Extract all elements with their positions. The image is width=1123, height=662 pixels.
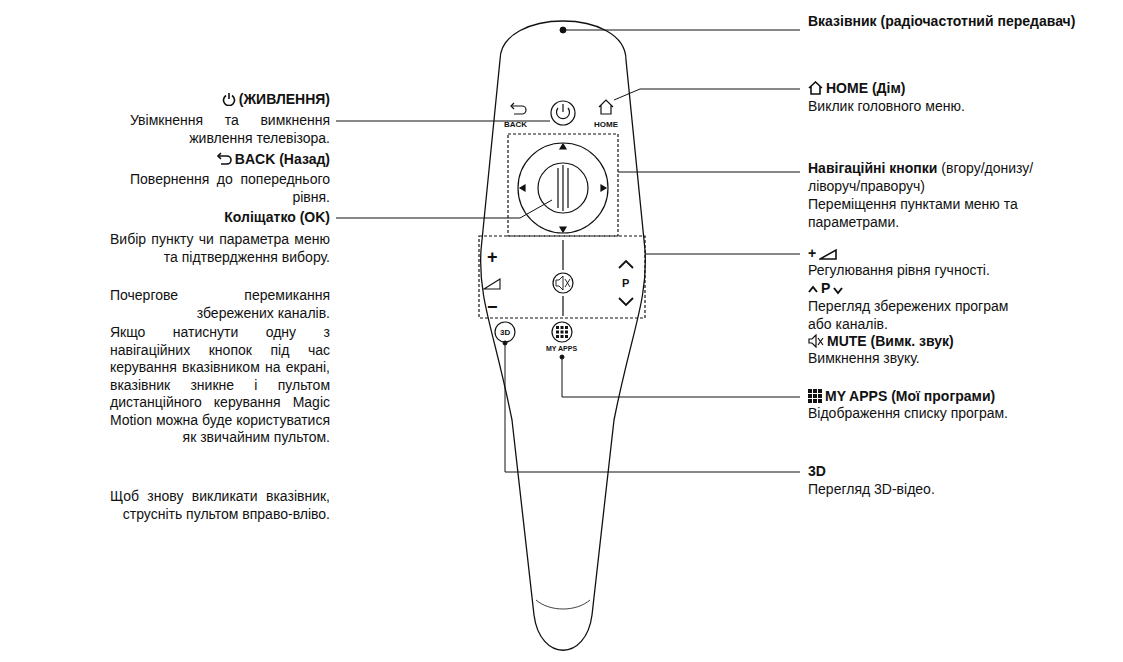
remote-body (481, 21, 646, 650)
vol-icon (819, 247, 837, 265)
button-description-block: Вибір пункту чи параметра меню та підтве… (110, 231, 330, 266)
part-name: Вказівник (радіочастотний передавач) (808, 13, 1075, 29)
remote-key-label-block: − (487, 298, 498, 316)
button-description-block: Виклик головного меню. (808, 98, 1023, 116)
remote-key-label: MY APPS (546, 345, 577, 352)
button-description: Виклик головного меню. (808, 98, 965, 114)
button-description-block: Повернення до попереднього рівня. (130, 171, 330, 206)
button-description-block: Регулювання рівня гучності. (808, 262, 1023, 280)
button-name: HOME (Дім) (826, 80, 905, 96)
button-name: BACK (Назад) (235, 151, 330, 167)
button-name-block: + (808, 245, 1108, 265)
button-description: Вибір пункту чи параметра меню та підтве… (110, 231, 330, 265)
remote-key-label: HOME (594, 120, 618, 129)
remote-key-label: − (487, 297, 498, 317)
usage-note: Щоб знову викликати вказівник, струсніть… (110, 488, 330, 522)
usage-note-block: Якщо натиснути одну з навігаційних кнопо… (110, 324, 330, 447)
button-name-block: MY APPS (Мої програми) (808, 388, 1108, 408)
remote-key-label-block: P (622, 277, 629, 289)
remote-key-label: 3D (500, 328, 510, 337)
down-icon (833, 282, 843, 300)
power-icon (222, 92, 236, 111)
remote-buttons (479, 100, 645, 342)
button-description-block: Перегляд 3D-відео. (808, 481, 1023, 499)
button-description: Почергове перемикання збережених каналів… (110, 287, 330, 321)
button-name: (ЖИВЛЕННЯ) (239, 91, 330, 107)
button-description: Відображення списку програм. (808, 405, 1008, 421)
button-description: Вимкнення звуку. (808, 350, 920, 366)
button-name: Навігаційні кнопки (808, 160, 937, 176)
remote-key-label-block: 3D (500, 328, 510, 337)
button-name: P (821, 280, 830, 296)
button-name: MY APPS (Мої програми) (825, 388, 995, 404)
usage-note: Якщо натиснути одну з навігаційних кнопо… (110, 324, 330, 445)
button-name-block: Навігаційні кнопки (вгору/донизу/ліворуч… (808, 160, 1043, 195)
remote-key-label: + (487, 247, 498, 267)
home-icon (808, 81, 823, 100)
button-name-block: (ЖИВЛЕННЯ) (130, 91, 330, 111)
button-name: + (808, 245, 816, 261)
button-description-block: Відображення списку програм. (808, 405, 1023, 423)
usage-note-block: Щоб знову викликати вказівник, струсніть… (110, 488, 330, 523)
part-name-block: Вказівник (радіочастотний передавач) (808, 13, 1113, 31)
button-description-block: Увімкнення та вимкнення живлення телевіз… (130, 112, 330, 147)
button-description-block: Вимкнення звуку. (808, 350, 1023, 368)
button-name: Коліщатко (OK) (224, 209, 330, 225)
button-description: Увімкнення та вимкнення живлення телевіз… (130, 112, 330, 146)
button-description: Переміщення пунктами меню та параметрами… (808, 196, 1018, 230)
remote-key-label: BACK (504, 120, 527, 129)
button-name-block: MUTE (Вимк. звук) (808, 333, 1108, 353)
remote-key-label: P (622, 277, 629, 289)
button-description-block: Перегляд збережених програм або каналів. (808, 298, 1023, 333)
back-icon (216, 152, 232, 171)
remote-key-label-block: MY APPS (546, 345, 577, 353)
remote-key-label-block: HOME (594, 120, 618, 129)
button-description: Повернення до попереднього рівня. (130, 171, 330, 205)
leader-lines (336, 27, 800, 472)
button-name: 3D (808, 463, 826, 479)
button-description: Перегляд збережених програм або каналів. (808, 298, 1008, 332)
button-description: Перегляд 3D-відео. (808, 481, 935, 497)
remote-key-label-block: BACK (504, 120, 527, 129)
up-icon (808, 282, 818, 300)
button-name-block: HOME (Дім) (808, 80, 1108, 100)
button-description: Регулювання рівня гучності. (808, 262, 990, 278)
button-name-block: Коліщатко (OK) (130, 209, 330, 227)
button-name-block: P (808, 280, 1108, 300)
mute-icon (808, 334, 824, 353)
apps-icon (808, 389, 822, 408)
button-name-block: 3D (808, 463, 1108, 481)
remote-key-label-block: + (487, 248, 498, 266)
button-name-block: BACK (Назад) (130, 151, 330, 171)
button-name: MUTE (Вимк. звук) (827, 333, 954, 349)
button-description-block: Переміщення пунктами меню та параметрами… (808, 196, 1023, 231)
button-description-block: Почергове перемикання збережених каналів… (110, 287, 330, 322)
